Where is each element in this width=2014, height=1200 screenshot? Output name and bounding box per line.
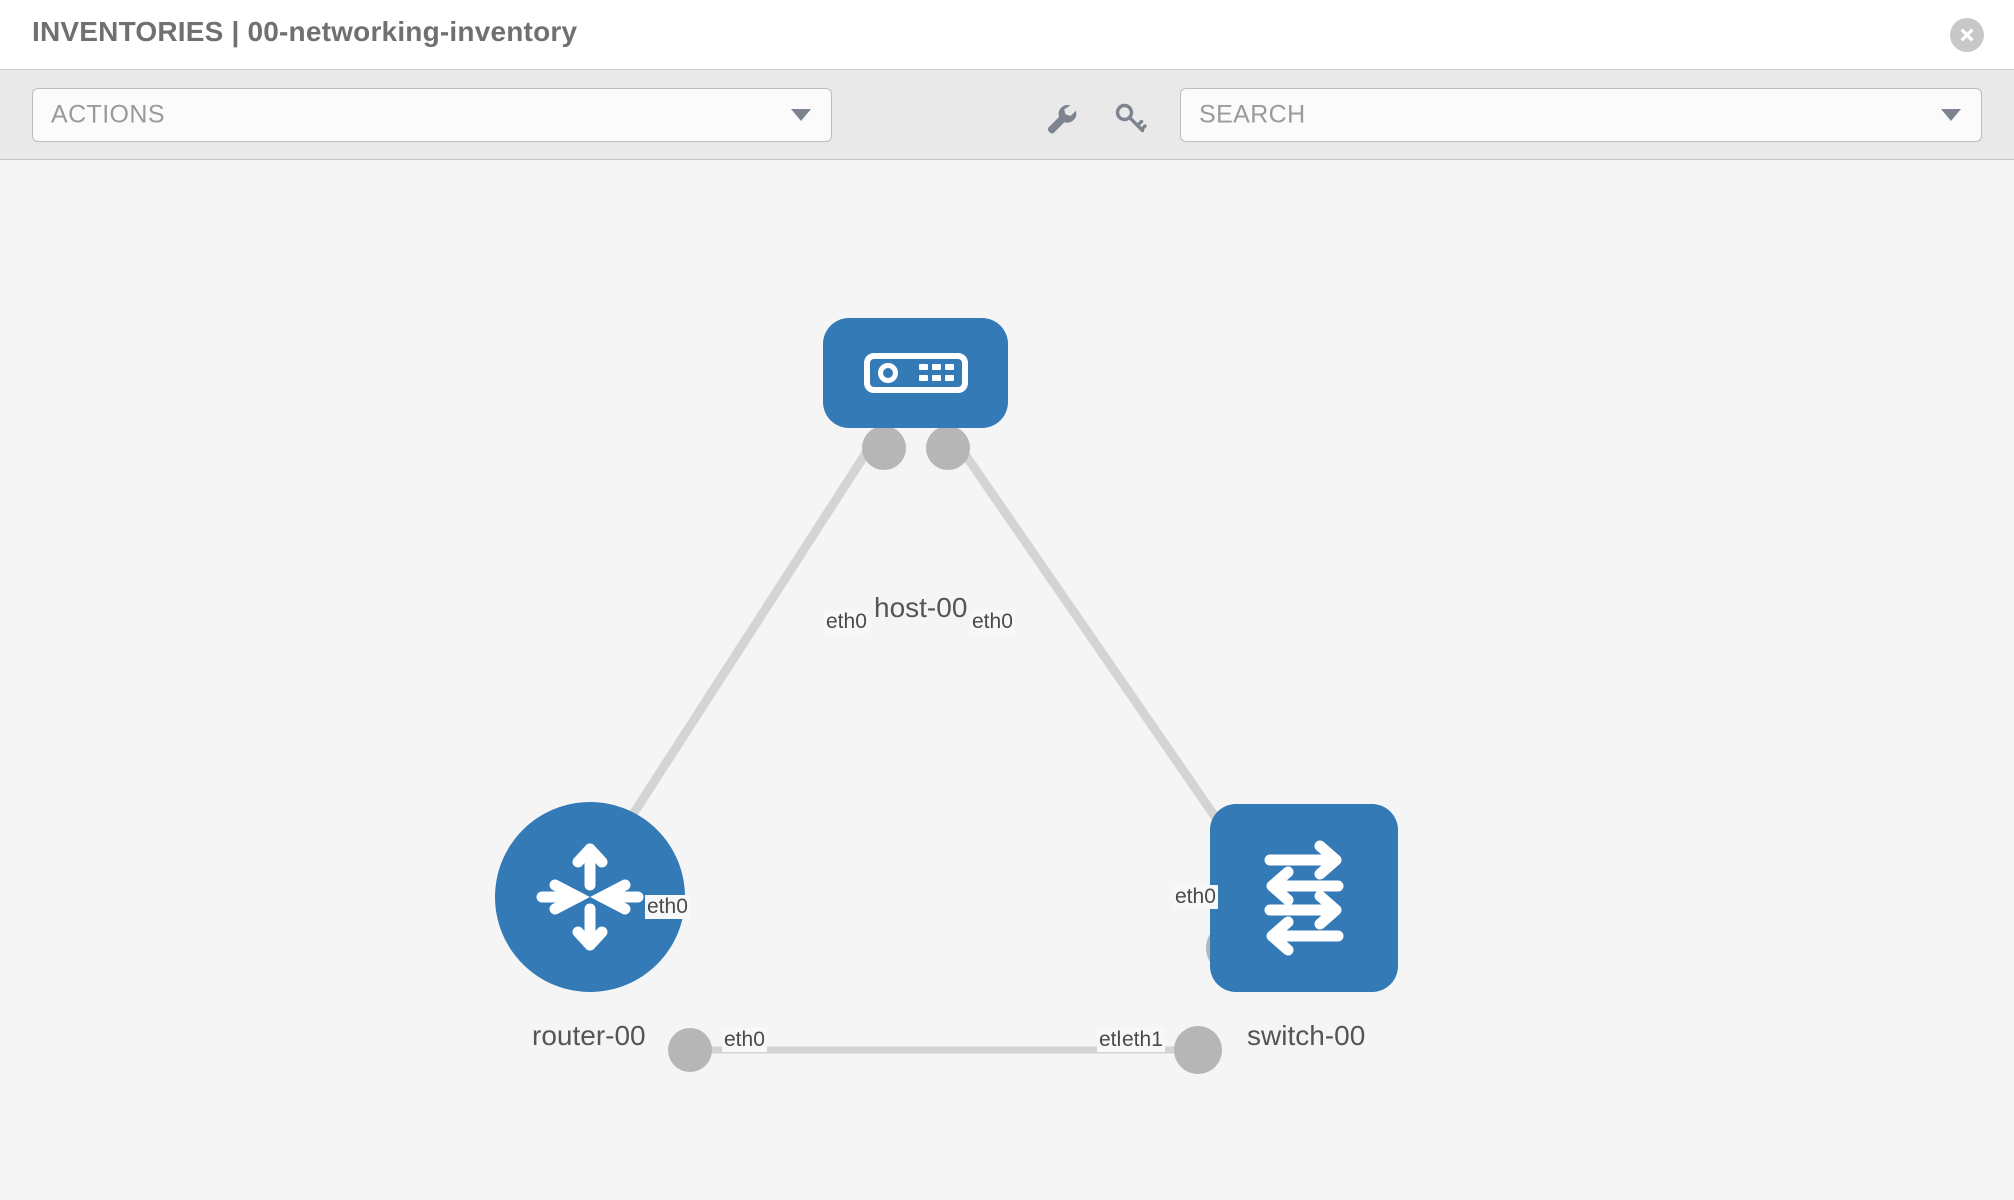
page-title: INVENTORIES | 00-networking-inventory	[32, 16, 578, 47]
close-icon[interactable]	[1950, 18, 1984, 52]
page-header: INVENTORIES | 00-networking-inventory	[0, 0, 2014, 70]
node-label-switch-00: switch-00	[1245, 1020, 1368, 1052]
key-icon[interactable]	[1110, 98, 1150, 138]
iface-label-switch-left: eth1	[1120, 1028, 1165, 1052]
node-label-host-00: host-00	[872, 592, 970, 624]
actions-dropdown-label: ACTIONS	[51, 100, 165, 129]
topology-canvas[interactable]: eth0 eth0 eth0 eth0 eth0 eth1 eth1 host-…	[0, 160, 2014, 1200]
iface-label-router-up: eth0	[645, 895, 690, 919]
connector-host-right	[926, 426, 970, 470]
iface-label-router-right: eth0	[722, 1028, 767, 1052]
iface-label-host-left: eth0	[824, 610, 869, 634]
link-host-switch	[958, 447, 1242, 853]
topology-toolbar: ACTIONS SEARCH	[0, 70, 2014, 160]
node-switch-00[interactable]	[1210, 804, 1398, 992]
connector-host-left	[862, 426, 906, 470]
search-placeholder: SEARCH	[1199, 100, 1306, 129]
connector-router-right	[668, 1028, 712, 1072]
topology-links	[606, 426, 1258, 1074]
actions-dropdown[interactable]: ACTIONS	[32, 88, 832, 142]
search-input[interactable]: SEARCH	[1180, 88, 1982, 142]
chevron-down-icon	[791, 109, 811, 121]
node-host-00[interactable]	[823, 318, 1008, 428]
wrench-icon[interactable]	[1040, 98, 1080, 138]
connector-switch-left	[1174, 1026, 1222, 1074]
iface-label-switch-up: eth0	[1173, 885, 1218, 909]
iface-label-host-right: eth0	[970, 610, 1015, 634]
link-host-router	[606, 447, 872, 853]
node-label-router-00: router-00	[530, 1020, 648, 1052]
chevron-down-icon[interactable]	[1941, 109, 1961, 121]
